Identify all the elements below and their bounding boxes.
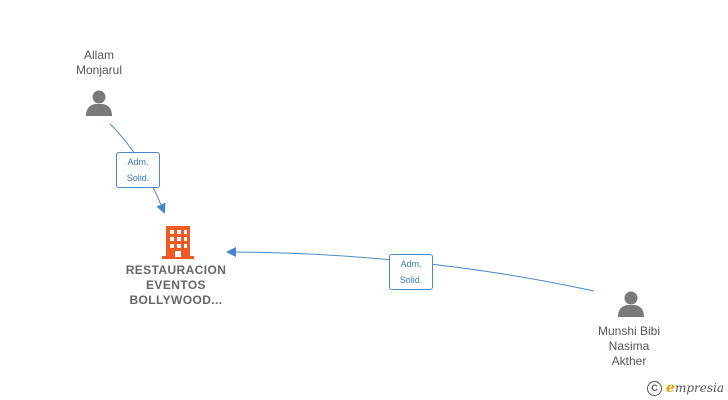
node-label-company[interactable]: RESTAURACION EVENTOS BOLLYWOOD... — [125, 263, 227, 307]
node-label-person-right[interactable]: Munshi Bibi Nasima Akther — [597, 324, 661, 368]
edge-label-top: Adm. Solid. — [116, 152, 160, 188]
person-icon[interactable] — [86, 90, 112, 117]
empresia-watermark: C empresia — [647, 380, 724, 396]
node-label-person-top[interactable]: Allam Monjarul — [75, 48, 123, 77]
brand-name: empresia — [666, 380, 724, 396]
copyright-icon: C — [647, 380, 663, 396]
person-icon[interactable] — [618, 291, 644, 318]
building-icon[interactable] — [162, 226, 194, 259]
edge-label-right: Adm. Solid. — [389, 254, 433, 290]
